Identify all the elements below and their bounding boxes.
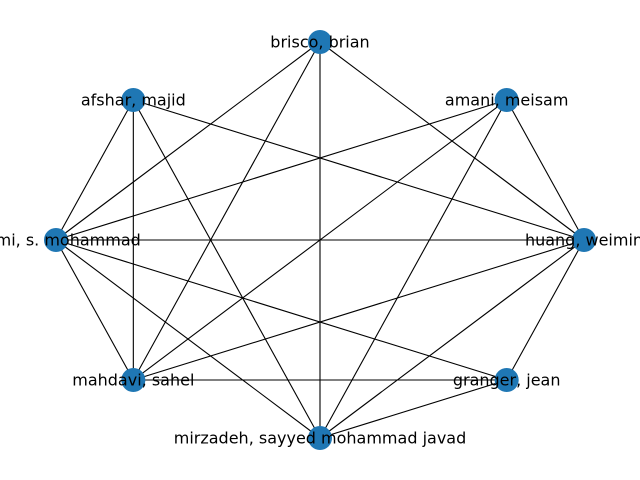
edge-mirzadeh-afshar [132, 99, 321, 439]
node-label-granger: granger, jean [453, 371, 561, 390]
node-label-amani: amani, meisam [445, 90, 569, 109]
node-label-mirzadeh: mirzadeh, sayyed mohammad javad [174, 429, 467, 448]
edges-layer [55, 41, 585, 439]
node-mirzadeh [308, 426, 332, 450]
node-amani [494, 87, 519, 112]
edge-brisco-mahdavi [132, 41, 321, 381]
node-afshar [121, 87, 146, 112]
edge-amani-mirzadeh [319, 99, 508, 439]
edge-huang-mirzadeh [319, 239, 585, 439]
edge-amani-huang [506, 99, 585, 241]
node-brisco [308, 30, 332, 54]
node-label-afshar: afshar, majid [81, 90, 186, 109]
node-mahdavi [121, 368, 146, 393]
node-label-brisco: brisco, brian [270, 33, 369, 52]
node-huang [572, 228, 596, 252]
node-label-mahdavi: mahdavi, sahel [72, 371, 194, 390]
edge-loumi-afshar [55, 99, 134, 241]
edge-mirzadeh-loumi [55, 239, 321, 439]
edge-mahdavi-loumi [55, 239, 134, 381]
node-loumi [44, 228, 68, 252]
edge-granger-mirzadeh [319, 379, 507, 439]
node-granger [494, 368, 519, 393]
edge-brisco-loumi [55, 41, 321, 241]
edge-granger-loumi [55, 239, 507, 381]
edge-huang-afshar [133, 99, 585, 241]
edge-huang-mahdavi [133, 239, 585, 381]
edge-huang-granger [506, 239, 585, 381]
labels-layer: brisco, brian amani, meisam huang, weimin g… [0, 33, 640, 448]
edge-amani-loumi [55, 99, 507, 241]
node-label-huang: huang, weimin [525, 231, 640, 250]
nodes-layer [44, 30, 596, 450]
node-label-loumi: loumi, s. mohammad [0, 231, 141, 250]
